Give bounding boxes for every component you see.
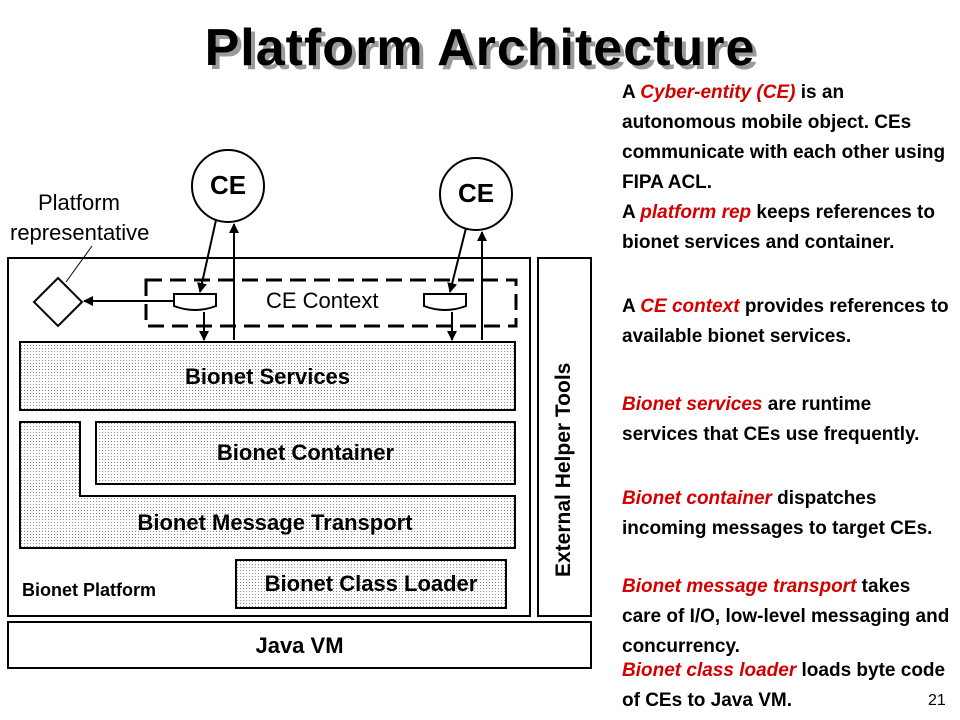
ce-context-box — [144, 278, 518, 328]
ce-right-label: CE — [457, 178, 495, 208]
description-class-loader: Bionet class loader loads byte code of C… — [622, 660, 946, 711]
external-helper-tools-label: External Helper Tools — [552, 362, 575, 577]
platform-rep-pointer — [65, 245, 93, 283]
page-number: 21 — [928, 692, 946, 709]
bionet-class-loader-label: Bionet Class Loader — [264, 571, 478, 596]
platform-rep-label-line2: representative — [10, 220, 150, 245]
ce-context-label: CE Context — [266, 288, 379, 313]
description-platform-rep: A platform rep keeps references to bione… — [622, 202, 935, 253]
platform-rep-diamond — [32, 276, 84, 328]
external-helper-tools-box — [537, 257, 592, 617]
arrow-right-ce-down — [447, 227, 467, 293]
description-ce-context: A CE context provides references to avai… — [622, 296, 949, 347]
description-bionet-services: Bionet services are runtime services tha… — [622, 394, 920, 445]
bionet-message-transport-box — [19, 421, 516, 549]
bionet-container-box — [95, 421, 516, 485]
bionet-services-label: Bionet Services — [184, 364, 351, 389]
ce-circle-right — [439, 157, 513, 231]
bionet-container-label: Bionet Container — [216, 440, 395, 465]
description-message-transport: Bionet message transport takes care of I… — [622, 576, 950, 657]
arrow-left-ce-down — [197, 219, 217, 293]
bionet-services-box — [19, 341, 516, 411]
description-ce: A Cyber-entity (CE) is an autonomous mob… — [622, 82, 946, 193]
platform-rep-label-line1: Platform — [38, 190, 120, 215]
page-title: Platform Architecture — [204, 19, 756, 77]
connector-left — [173, 293, 217, 311]
connector-right — [423, 293, 467, 311]
ce-circle-left — [191, 149, 265, 223]
java-vm-label: Java VM — [255, 633, 344, 658]
bionet-class-loader-box — [235, 559, 507, 609]
bionet-message-transport-label: Bionet Message Transport — [137, 510, 413, 535]
ce-left-label: CE — [209, 170, 247, 200]
java-vm-box — [7, 621, 592, 669]
description-bionet-container: Bionet container dispatches incoming mes… — [622, 488, 933, 539]
bionet-platform-label: Bionet Platform — [22, 580, 157, 600]
